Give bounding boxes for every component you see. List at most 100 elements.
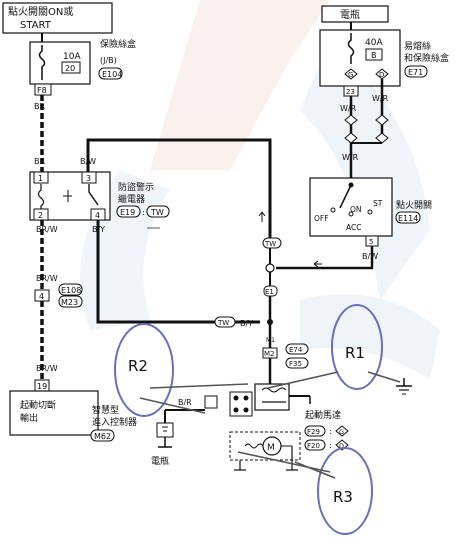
battery-symbol-box — [156, 422, 174, 438]
diamond-d-2 — [375, 114, 389, 126]
field-coil-icon — [244, 443, 264, 449]
cutoff-line1: 起動切斷 — [20, 399, 56, 411]
fusible-link-ref: E71 — [408, 68, 423, 77]
fuse-number-box — [61, 61, 81, 74]
cutoff-line2: 輸出 — [20, 412, 38, 424]
switch-off: OFF — [314, 214, 329, 223]
splice-point — [265, 263, 275, 273]
switch-acc: ACC — [346, 223, 361, 232]
tw-tag-lower-label: TW — [217, 319, 229, 327]
callout-r3: R3 — [237, 447, 373, 535]
motor-label: M — [267, 443, 275, 453]
switch-on: ON — [350, 205, 362, 214]
ref-m23-badge — [58, 295, 83, 308]
starter-ref1: F29 — [307, 428, 320, 436]
fuse-block — [29, 41, 91, 85]
starter-d: D — [339, 442, 344, 450]
tw-tag-lower — [214, 316, 236, 328]
diamond-g — [344, 68, 358, 80]
svg-text::: : — [329, 427, 332, 436]
callout-r2-label: R2 — [128, 357, 148, 375]
ref-e74-badge — [285, 343, 309, 355]
relay-coil-icon — [37, 184, 45, 209]
svg-text::: : — [142, 208, 145, 217]
wire-label-wr-3: W/R — [342, 153, 359, 162]
arrow-up-icon — [258, 211, 266, 222]
tw-tag-upper-label: TW — [264, 240, 276, 248]
diamond-d — [375, 68, 389, 80]
arrow-left-icon — [313, 260, 322, 268]
fuse-block-ref-badge — [98, 67, 123, 80]
ignition-switch-ref: E114 — [398, 214, 418, 223]
diamond-g-2 — [344, 114, 358, 126]
wire-label-br-small: B/R — [178, 398, 192, 407]
switch-st: ST — [373, 199, 383, 208]
starter-name: 起動馬達 — [305, 409, 341, 421]
battery-top-label: 電瓶 — [340, 8, 360, 21]
connector-23-label: 23 — [346, 88, 355, 96]
wire-label-wr-1: W/R — [340, 104, 357, 113]
fuse-icon — [38, 45, 46, 80]
diamond-d-label: D — [379, 71, 384, 79]
relay-ref-badge — [116, 205, 141, 218]
wire-bw-right — [276, 246, 374, 270]
callout-r3-label: R3 — [333, 488, 353, 506]
ref-m23: M23 — [61, 298, 78, 307]
callout-r1-label: R1 — [345, 344, 365, 362]
wire-bw-top — [86, 138, 272, 238]
connector-19-label: 19 — [37, 382, 47, 391]
fusible-link-box — [319, 29, 401, 87]
ref-m1: M1 — [266, 337, 275, 344]
relay-tw: TW — [150, 208, 164, 217]
wire-label-wr-2: W/R — [372, 94, 389, 103]
fuse-number: 20 — [65, 64, 75, 73]
wire-by — [96, 220, 260, 324]
diamond-g-3 — [344, 132, 358, 144]
wire-label-brw-2: BR/W — [36, 274, 58, 283]
ignition-switch-name: 點火開關 — [396, 199, 432, 211]
connector-e1-label: E1 — [265, 288, 274, 296]
relay-name-line2: 繼電器 — [118, 193, 145, 205]
starter-cutoff-output — [9, 390, 99, 436]
solenoid-coil-icon — [261, 387, 287, 393]
smart-line2: 進入控制器 — [92, 416, 137, 428]
wire-label-brw-1: BR/W — [36, 225, 58, 234]
battery-bottom-label: 電瓶 — [151, 455, 169, 467]
svg-text::: : — [329, 441, 332, 450]
smart-line1: 智慧型 — [92, 404, 119, 416]
ignition-switch — [309, 177, 393, 237]
starter-ref2: F20 — [307, 442, 320, 450]
connector-4-label: 4 — [39, 292, 44, 301]
battery-top-box — [321, 5, 389, 23]
diamond-g-label: G — [348, 71, 353, 79]
small-connector — [204, 395, 218, 409]
wire-label-brw-3: BR/W — [36, 364, 58, 373]
relay-pin-4-label: 4 — [95, 211, 100, 220]
relay-pin-2-label: 2 — [38, 211, 43, 220]
relay-pin-1-label: 1 — [38, 174, 43, 183]
wire-label-br-2: BR — [34, 157, 45, 166]
starter-motor-housing — [229, 431, 301, 461]
ignition-on-label: 點火開關ON或 — [8, 5, 73, 18]
callout-r2: R2 — [114, 323, 249, 417]
smart-ref: M62 — [94, 432, 111, 441]
starter-contact-block — [229, 391, 253, 417]
starter-ref2-badge — [304, 439, 326, 451]
starter-g: G — [339, 428, 344, 436]
fusible-link-name1: 易熔絲 — [404, 40, 431, 52]
connector-5-label: 5 — [369, 238, 373, 246]
fusible-link-name2: 和保險絲盒 — [404, 52, 449, 64]
relay-switch-icon — [88, 184, 99, 206]
ignition-on-box — [2, 2, 113, 34]
starter-ref1-badge — [304, 425, 326, 437]
relay-pin-3-label: 3 — [86, 174, 91, 183]
relay-tw-badge — [146, 205, 170, 218]
ref-e108: E108 — [61, 286, 81, 295]
ignition-switch-lever-icon — [339, 184, 352, 209]
tw-tag-upper — [262, 237, 282, 249]
fuse-block-sub: (J/B) — [100, 56, 117, 65]
fusible-link-letter: B — [371, 51, 377, 60]
fusible-link-letter-box — [365, 48, 383, 61]
callout-r1: R1 — [267, 304, 401, 390]
relay-name-line1: 防盜警示 — [118, 181, 154, 193]
